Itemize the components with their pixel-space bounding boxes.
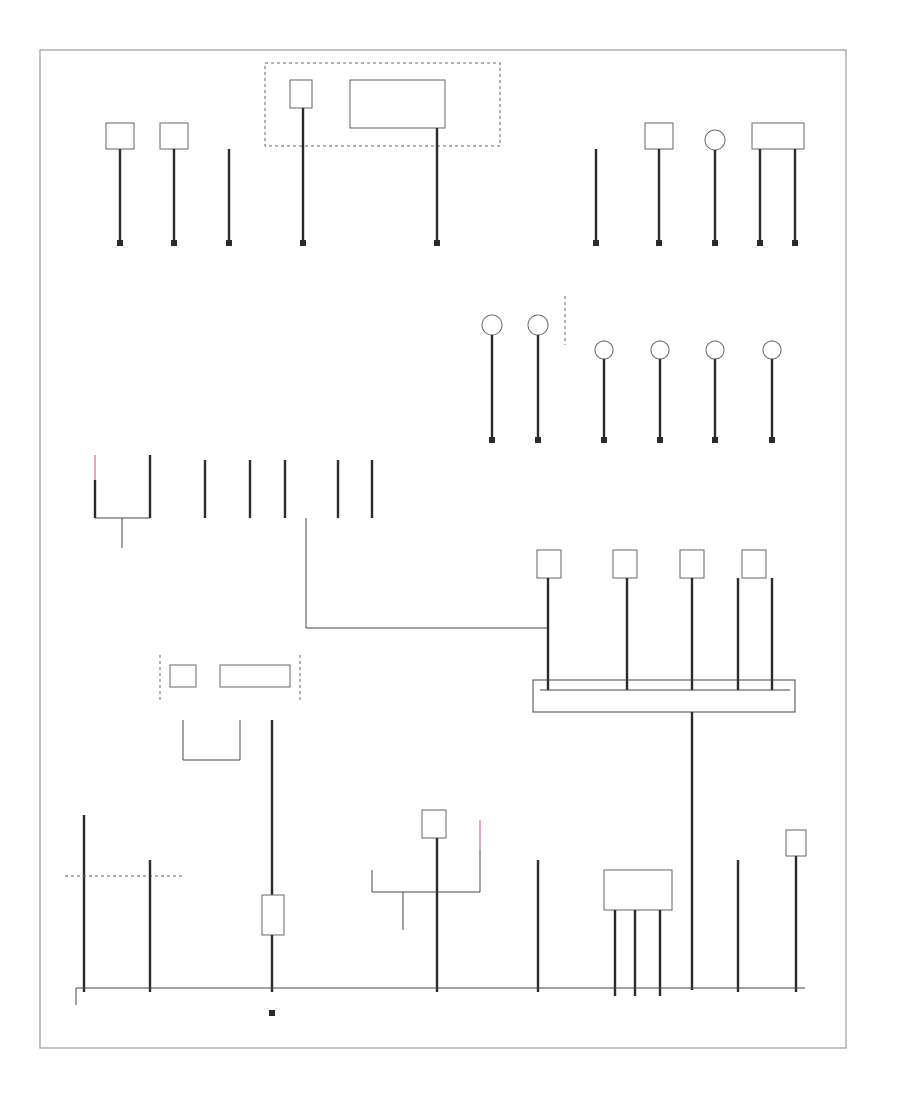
top-row-components xyxy=(105,62,805,246)
right-middle-group xyxy=(532,549,796,990)
lamp-row xyxy=(481,296,782,443)
steering-group xyxy=(159,655,301,992)
top-module-enclosure xyxy=(264,62,501,147)
component-box xyxy=(289,79,313,109)
bottom-left-connector xyxy=(65,815,185,1005)
bottom-middle-group xyxy=(371,809,807,996)
component-box xyxy=(751,122,805,150)
diagram-frame xyxy=(39,49,847,1049)
lamp-symbol xyxy=(704,129,726,151)
component-box xyxy=(644,122,674,150)
component-box xyxy=(105,122,135,150)
ground-bus xyxy=(76,987,805,1016)
left-middle-row xyxy=(93,455,548,629)
component-box xyxy=(349,79,446,129)
component-box xyxy=(159,122,189,150)
